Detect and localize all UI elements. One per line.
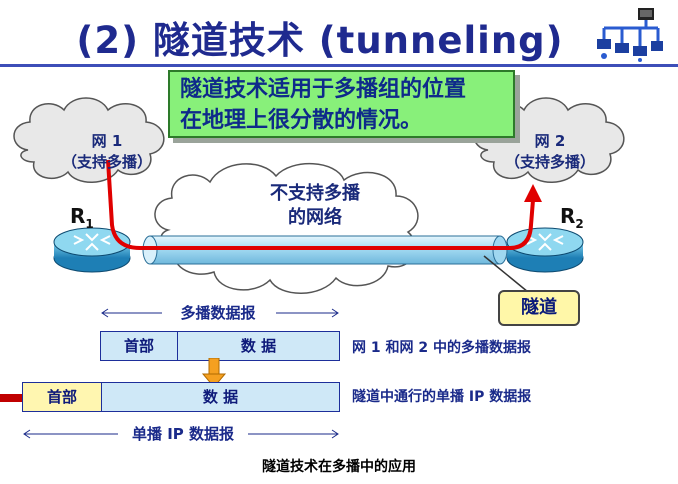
diagram-artwork bbox=[13, 97, 625, 294]
net2-label: 网 2 （支持多播） bbox=[482, 130, 618, 172]
net1-name: 网 1 bbox=[91, 132, 123, 150]
unicast-entry-line bbox=[0, 394, 22, 402]
tunnel-callout-pointer bbox=[483, 255, 529, 293]
network-topology-icon bbox=[597, 8, 663, 62]
unicast-dim-line bbox=[23, 429, 339, 439]
encapsulation-arrow bbox=[201, 358, 227, 388]
figure-caption: 隧道技术在多播中的应用 bbox=[262, 459, 416, 475]
tunnel-callout: 隧道 bbox=[498, 290, 580, 326]
router-icon bbox=[506, 227, 584, 273]
title-divider bbox=[0, 64, 678, 67]
unicast-side-label: 隧道中通行的单播 IP 数据报 bbox=[352, 389, 532, 405]
multicast-path bbox=[106, 159, 535, 250]
note-line-1: 隧道技术适用于多播组的位置 bbox=[180, 77, 467, 102]
middle-cloud-label: 不支持多播 的网络 bbox=[240, 182, 390, 230]
path-arrowhead bbox=[524, 184, 542, 202]
net1-desc: （支持多播） bbox=[61, 153, 152, 171]
middle-cloud-line-1: 不支持多播 bbox=[270, 183, 360, 204]
net1-label: 网 1 （支持多播） bbox=[42, 130, 172, 172]
multicast-dim-label: 多播数据报 bbox=[180, 304, 256, 322]
router-r2-label: R2 bbox=[560, 204, 584, 231]
unicast-dim-label: 单播 IP 数据报 bbox=[131, 425, 235, 443]
net2-name: 网 2 bbox=[534, 132, 566, 150]
multicast-header-cell: 首部 bbox=[100, 331, 178, 361]
page-title: (2) 隧道技术 (tunneling) bbox=[76, 19, 564, 62]
router-icon bbox=[53, 227, 131, 273]
multicast-side-label: 网 1 和网 2 中的多播数据报 bbox=[352, 340, 531, 356]
cloud-net1 bbox=[13, 97, 165, 183]
note-box: 隧道技术适用于多播组的位置 在地理上很分散的情况。 bbox=[168, 70, 515, 138]
unicast-header-cell: 首部 bbox=[22, 382, 102, 412]
unicast-data-cell: 数 据 bbox=[101, 382, 340, 412]
router-r1-label: R1 bbox=[70, 204, 94, 231]
multicast-dim-line bbox=[101, 308, 339, 318]
note-line-2: 在地理上很分散的情况。 bbox=[180, 108, 423, 133]
net2-desc: （支持多播） bbox=[504, 153, 595, 171]
middle-cloud-line-2: 的网络 bbox=[288, 207, 342, 228]
multicast-data-cell: 数 据 bbox=[177, 331, 340, 361]
